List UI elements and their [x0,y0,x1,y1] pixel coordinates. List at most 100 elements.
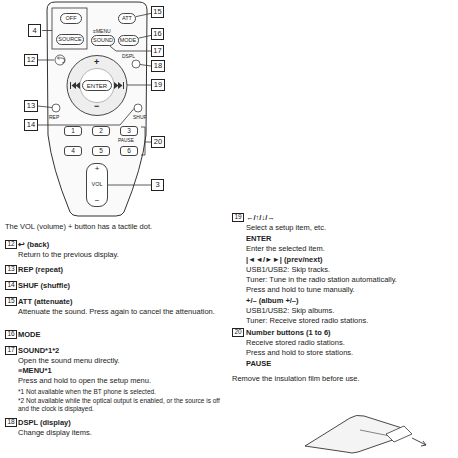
button-text: 20 [234,329,241,336]
button-text: OFF [66,16,77,22]
text-label: ATT (attenuate) [18,297,72,306]
callout-number: 13 [5,265,17,274]
text-label: Press and hold to tune manually. [246,285,355,294]
callout-number: 17 [151,45,164,57]
callout-number: 13 [24,100,38,112]
remote-body [47,2,147,216]
button-text: 5 [99,148,103,155]
button-text: 4 [71,148,75,155]
button-text: 3 [155,181,159,189]
callout-number: 19 [151,79,165,91]
button-text: SOURCE [58,37,82,43]
text-label: Receive stored radio stations. [246,338,345,347]
callout-number: 19 [232,213,244,222]
volume-text: − [95,197,100,205]
button: MODE [118,35,139,46]
button-text: 12 [7,241,14,248]
number-button: 5 [92,146,110,156]
text-label: REP [49,114,59,120]
callout-number: 20 [232,328,244,337]
dspl-button [132,60,140,68]
text-label: USB1/USB2: Skip albums. [246,306,334,315]
callout-number: 16 [5,330,17,339]
prev-icon [70,82,80,89]
callout-number: 16 [151,28,164,40]
text-label: Attenuate the sound. Press again to canc… [18,307,223,316]
text-label: Press and hold to open the setup menu. [18,376,151,385]
button-text: ENTER [87,83,107,89]
insulation-film [386,426,412,442]
button-text: 14 [27,121,35,129]
number-button: 4 [64,146,82,156]
callout-number: 18 [5,418,17,427]
volume-rocker: + VOL − [86,163,108,207]
button-text: 2 [99,128,103,135]
back-button [55,55,65,65]
text-label: ≡MENU [93,28,111,34]
button-text: 6 [127,148,131,155]
dpad-center [80,69,114,103]
text-label: ENTER [246,234,271,243]
leader-line [140,65,151,67]
button-text: 14 [7,282,14,289]
button: ATT [118,13,136,24]
text-label: SHUF (shuffle) [18,281,70,290]
callout-number: 18 [151,60,165,72]
text-label: REP (repeat) [18,265,63,274]
callout-number: 12 [5,240,17,249]
text-label: PAUSE [118,138,134,144]
text-label: PAUSE [246,359,271,368]
text-label: Tuner: Receive stored radio stations. [246,316,368,325]
text-label: Remove the insulation film before use. [232,374,360,383]
text-label: The VOL (volume) + button has a tactile … [5,222,152,231]
text-label: Return to the previous display. [18,250,119,259]
back-icon [58,56,65,63]
button-text: 16 [153,30,161,38]
button-text: 3 [127,128,131,135]
callout-number: 17 [5,346,17,355]
text-label: − [94,101,99,112]
button: SOURCE [56,34,84,45]
text-label: SOUND*1*2 [18,346,59,355]
next-icon [114,82,124,89]
volume-text: + [95,165,100,173]
button-text: 16 [7,331,14,338]
text-label: ↩ (back) [18,240,49,249]
battery-slot [360,430,390,436]
text-label: SHUF [133,114,147,120]
text-label: |◄◄/►►| (prev/next) [246,255,322,264]
text-label: + [94,57,99,68]
text-label: ←/↑/↓/→ [246,213,275,222]
shuf-button [134,104,142,112]
button-text: 15 [7,298,14,305]
button-text: 17 [153,47,161,55]
button-text: 18 [7,419,14,426]
leader-line [38,60,54,61]
number-button: 2 [92,126,110,136]
volume-text: VOL [91,182,102,188]
button-text: MODE [120,38,137,44]
leader-line [136,13,151,16]
number-button: 1 [64,126,82,136]
button-text: 13 [7,266,14,273]
callout-number: 3 [151,179,164,191]
button-text: ATT [122,16,132,22]
button-text: 17 [7,347,14,354]
callout-number: 14 [5,281,17,290]
text-label: DSPL [122,53,135,59]
button-text: 20 [154,138,162,146]
leader-line [127,85,151,86]
enter-button: ENTER [82,80,112,91]
button-text: 12 [27,56,35,64]
rep-button [52,104,60,112]
leader-line [38,109,134,126]
leader-line [139,35,152,38]
group-bracket [52,8,87,49]
text-label: *2 Not available while the optical outpu… [18,397,223,413]
button: OFF [60,13,82,24]
button-text: 18 [154,62,162,70]
callout-number: 15 [151,6,164,18]
button-text: 4 [32,27,36,35]
button-text: 1 [71,128,75,135]
